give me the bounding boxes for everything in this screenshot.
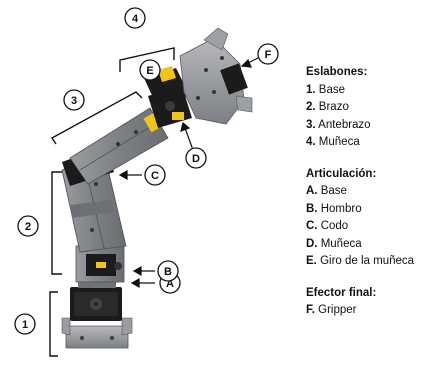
legend-eslabones: Eslabones: 1. Base 2. Brazo 3. Antebrazo… bbox=[306, 64, 442, 152]
callout-B-circle: B bbox=[157, 260, 179, 282]
legend-item: D. Muñeca bbox=[306, 237, 362, 250]
brace-4 bbox=[119, 47, 175, 72]
callout-1-text: 1 bbox=[22, 319, 28, 331]
callout-E: E bbox=[139, 59, 161, 81]
legend-item: C. Codo bbox=[306, 220, 349, 232]
callout-4: 4 bbox=[124, 7, 146, 29]
callout-B-text: B bbox=[164, 266, 172, 278]
callout-F-text: F bbox=[265, 49, 272, 61]
robot-arm-illustration bbox=[61, 27, 253, 349]
legend-item: 3. Antebrazo bbox=[306, 118, 371, 131]
legend-item: E. Giro de la muñeca bbox=[306, 255, 415, 267]
brace-3 bbox=[50, 91, 143, 145]
callout-2: 2 bbox=[17, 215, 39, 237]
link-braces bbox=[49, 47, 175, 357]
callout-D: D bbox=[185, 147, 207, 169]
callout-A-text: A bbox=[166, 278, 174, 290]
legend-articulacion-title: Articulación: bbox=[306, 167, 377, 180]
callout-3-text: 3 bbox=[71, 95, 77, 107]
legend-item: B. Hombro bbox=[306, 202, 362, 215]
callout-F: F bbox=[257, 43, 279, 65]
legend-articulacion: Articulación: A. Base B. Hombro C. Codo … bbox=[306, 166, 442, 271]
joint-pointers bbox=[118, 57, 259, 289]
legend-item: F. Gripper bbox=[306, 304, 357, 316]
callout-1: 1 bbox=[14, 313, 36, 335]
brace-1 bbox=[49, 291, 58, 357]
callout-4-text: 4 bbox=[132, 13, 139, 25]
callout-D-text: D bbox=[192, 153, 200, 165]
legend-item: 1. Base bbox=[306, 83, 346, 96]
callout-E-text: E bbox=[146, 65, 153, 77]
callout-C-text: C bbox=[151, 170, 159, 182]
legend-eslabones-title: Eslabones: bbox=[306, 66, 368, 78]
base-plate bbox=[65, 325, 129, 349]
legend-efector: Efector final: F. Gripper bbox=[306, 285, 442, 320]
legend: Eslabones: 1. Base 2. Brazo 3. Antebrazo… bbox=[306, 64, 442, 334]
callout-2-text: 2 bbox=[25, 221, 31, 233]
brace-2 bbox=[51, 171, 62, 275]
legend-item: 2. Brazo bbox=[306, 101, 349, 113]
legend-item: 4. Muñeca bbox=[306, 136, 360, 148]
callout-3: 3 bbox=[63, 89, 85, 111]
legend-item: A. Base bbox=[306, 185, 347, 197]
callout-C: C bbox=[144, 164, 166, 186]
legend-efector-title: Efector final: bbox=[306, 286, 377, 299]
